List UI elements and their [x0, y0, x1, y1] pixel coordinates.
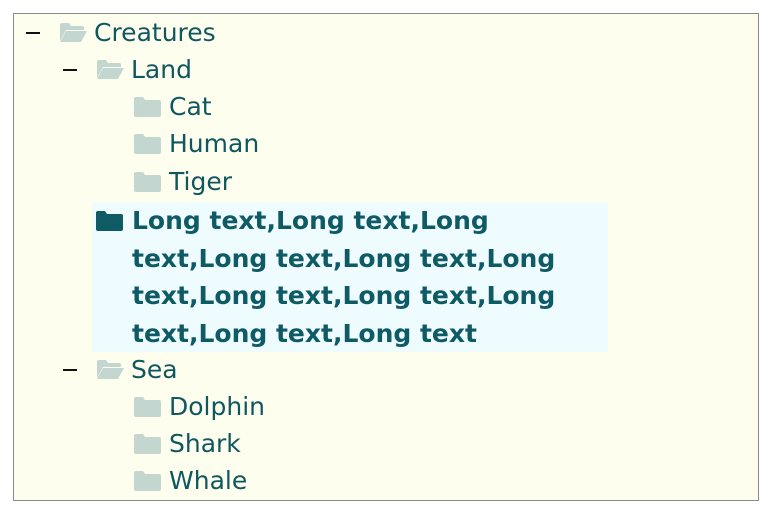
tree-node-shark[interactable]: Shark	[14, 425, 744, 462]
folder-open-icon	[95, 357, 125, 381]
tree-node-label: Whale	[169, 466, 248, 495]
tree-panel: Creatures Land Cat Human Tiger Long text…	[13, 13, 759, 501]
tree-node-label: Tiger	[169, 167, 232, 196]
collapse-toggle-icon[interactable]	[63, 368, 77, 371]
tree-node-label: Land	[131, 55, 192, 84]
collapse-toggle-icon[interactable]	[26, 31, 40, 34]
tree-node-whale[interactable]: Whale	[14, 462, 744, 499]
tree-node-creatures[interactable]: Creatures	[14, 14, 744, 51]
folder-open-icon	[58, 20, 88, 44]
folder-closed-icon	[133, 394, 163, 418]
tree-node-dolphin[interactable]: Dolphin	[14, 388, 744, 425]
folder-closed-icon	[133, 131, 163, 155]
collapse-toggle-icon[interactable]	[63, 68, 77, 71]
tree-node-label: Creatures	[94, 18, 216, 47]
tree-node-label: Cat	[169, 92, 212, 121]
tree-node-cat[interactable]: Cat	[14, 88, 744, 125]
tree-node-selected[interactable]	[92, 202, 608, 352]
tree-node-label: Dolphin	[169, 392, 265, 421]
tree-node-label: Shark	[169, 429, 241, 458]
folder-open-icon	[95, 57, 125, 81]
folder-closed-icon	[95, 208, 125, 232]
tree-node-tiger[interactable]: Tiger	[14, 163, 744, 200]
folder-closed-icon	[133, 169, 163, 193]
folder-closed-icon	[133, 431, 163, 455]
tree-node-label: Sea	[131, 355, 178, 384]
tree-node-label: Human	[169, 129, 260, 158]
tree-node-label-selected: Long text,Long text,Long text,Long text,…	[132, 206, 556, 348]
folder-closed-icon	[133, 94, 163, 118]
tree-node-land[interactable]: Land	[14, 51, 744, 88]
tree-node-sea[interactable]: Sea	[14, 351, 744, 388]
folder-closed-icon	[133, 468, 163, 492]
tree-node-human[interactable]: Human	[14, 125, 744, 162]
